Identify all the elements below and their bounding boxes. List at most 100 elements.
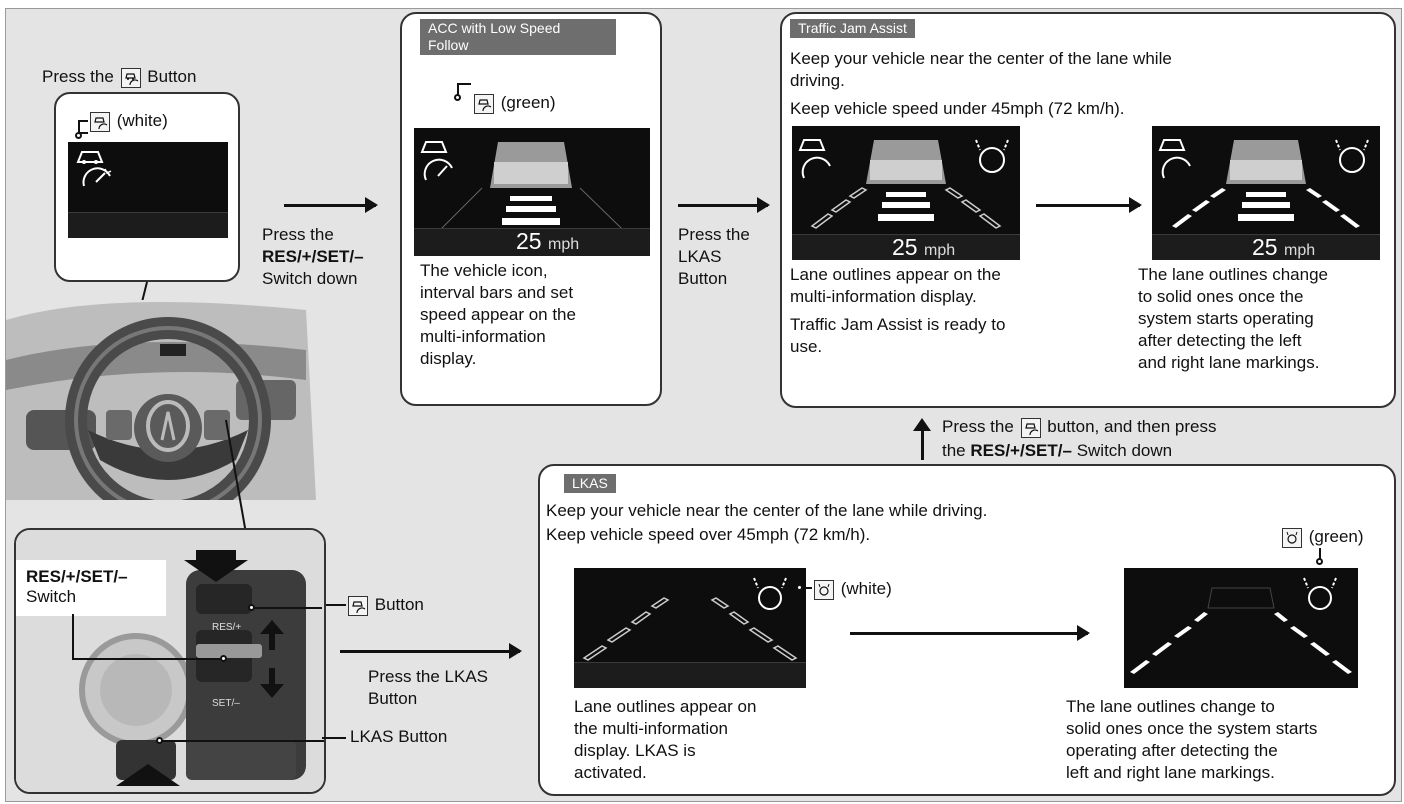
leader-dot: [75, 132, 82, 139]
lkas-icon: [814, 580, 834, 600]
press-down-arrow-top: [184, 560, 248, 582]
tja-instruction-2: driving.: [790, 70, 845, 91]
tja-mid-active: 25 mph: [1152, 126, 1380, 260]
lkas-tag: LKAS: [564, 474, 616, 493]
acc-mid-screen: 25 mph: [414, 128, 650, 256]
acc-leader-v: [457, 84, 459, 96]
step1-line3: Switch down: [262, 268, 357, 289]
tja-active-set-speed: 25 mph: [1252, 234, 1315, 260]
acc-tag-line2: Follow: [428, 37, 608, 54]
tja-instruction-3: Keep vehicle speed under 45mph (72 km/h)…: [790, 98, 1125, 119]
lkas-desc1-line: activated.: [574, 762, 647, 783]
lkas-white-band: [574, 662, 806, 688]
lkas-button-leader: [162, 740, 324, 742]
leader-line-top: [78, 120, 88, 122]
acc-low-speed-follow-box: ACC with Low Speed Follow (green) 25 mph: [400, 12, 662, 406]
acc-desc-line: multi-information: [420, 326, 546, 347]
switch-leader-vertical: [72, 614, 74, 660]
transfer-line2-suffix: Switch down: [1077, 441, 1172, 460]
transfer-suffix: button, and then press: [1047, 417, 1216, 436]
svg-text:SET/–: SET/–: [212, 698, 240, 709]
white-label: (white): [841, 579, 892, 598]
traffic-jam-assist-box: Traffic Jam Assist Keep your vehicle nea…: [780, 12, 1396, 408]
press-cruise-button-caption: Press the Button: [42, 66, 196, 88]
cruise-button-callout: Button: [346, 594, 424, 616]
tja-instruction-1: Keep your vehicle near the center of the…: [790, 48, 1172, 69]
mid-bottom-band: [68, 212, 228, 238]
green-label: (green): [1309, 527, 1364, 546]
tja-desc1-line: multi-information display.: [790, 286, 977, 307]
step3-line2: Button: [368, 688, 417, 709]
acc-icon: [90, 112, 110, 132]
acc-speed-value: 25: [516, 228, 542, 254]
tja-desc1b-line: Traffic Jam Assist is ready to: [790, 314, 1005, 335]
switch-label-bold: RES/+/SET/–: [26, 566, 128, 587]
lkas-desc2-line: The lane outlines change to: [1066, 696, 1275, 717]
res-arrow-stem: [269, 634, 275, 650]
tja-mid-ready: 25 mph: [792, 126, 1020, 260]
switch-closeup: RES/+ SET/– RES/+/SET/– Switch: [14, 528, 326, 794]
steering-wheel-photo: [6, 300, 316, 500]
transfer-line1: Press the button, and then press: [942, 416, 1216, 438]
tja-desc1-line: Lane outlines appear on the: [790, 264, 1001, 285]
acc-desc-line: The vehicle icon,: [420, 260, 548, 281]
callout-display-white: (white): [54, 92, 240, 282]
tja-desc2-line: after detecting the left: [1138, 330, 1302, 351]
lkas-desc2-line: left and right lane markings.: [1066, 762, 1275, 783]
lkas-desc1-line: display. LKAS is: [574, 740, 696, 761]
set-arrow-stem: [269, 668, 275, 684]
lkas-desc1-line: Lane outlines appear on: [574, 696, 756, 717]
vehicle-meter-icon: [72, 146, 132, 190]
lkas-mid-white: [574, 568, 806, 688]
tja-desc2-line: and right lane markings.: [1138, 352, 1319, 373]
svg-text:RES/+: RES/+: [212, 622, 241, 633]
acc-icon: [348, 596, 368, 616]
tja-desc2-line: The lane outlines change: [1138, 264, 1328, 285]
cruise-button-leader: [254, 607, 322, 609]
lkas-desc1-line: the multi-information: [574, 718, 728, 739]
arrow-lkas-ready-to-active: [850, 632, 1088, 635]
lkas-green-leader: [1319, 548, 1321, 560]
up-arrow-stem: [921, 428, 924, 460]
switch-leader-dot: [220, 655, 227, 662]
arrow-tja-ready-to-active: [1036, 204, 1140, 207]
transfer-prefix: Press the: [942, 417, 1014, 436]
press-prefix: Press the: [42, 67, 114, 86]
lkas-mid-green: [1124, 568, 1358, 688]
step2-line1: Press the: [678, 224, 750, 245]
lkas-leader-ext: [322, 737, 346, 739]
tja-desc2-line: system starts operating: [1138, 308, 1314, 329]
switch-label: Switch: [26, 586, 76, 607]
tja-tag: Traffic Jam Assist: [790, 19, 915, 38]
cruise-button-label: Button: [375, 595, 424, 614]
step3-line1: Press the LKAS: [368, 666, 488, 687]
acc-leader-h: [457, 83, 471, 85]
acc-icon: [121, 68, 141, 88]
mid-screen-standby: [68, 142, 228, 238]
acc-desc-line: speed appear on the: [420, 304, 576, 325]
arrow-to-acc: [284, 204, 376, 207]
step1-line2: RES/+/SET/–: [262, 246, 364, 267]
lkas-button-callout: LKAS Button: [350, 726, 447, 747]
lkas-desc2-line: operating after detecting the: [1066, 740, 1278, 761]
tja-desc2-line: to solid ones once the: [1138, 286, 1303, 307]
tja-active-speed-value: 25: [1252, 234, 1278, 260]
lkas-box: LKAS Keep your vehicle near the center o…: [538, 464, 1396, 796]
tja-set-speed: 25 mph: [892, 234, 955, 260]
tja-speed-unit: mph: [924, 242, 955, 259]
acc-desc-line: display.: [420, 348, 476, 369]
press-suffix: Button: [147, 67, 196, 86]
step1-line1: Press the: [262, 224, 334, 245]
set-minus-down-arrow: [260, 684, 284, 698]
lkas-white-leader: [802, 587, 812, 589]
arrow-to-lkas: [340, 650, 520, 653]
transfer-line2-prefix: the: [942, 441, 966, 460]
acc-icon: [1021, 418, 1041, 438]
tja-speed-value: 25: [892, 234, 918, 260]
step2-line2: LKAS: [678, 246, 721, 267]
lkas-white-label: (white): [812, 578, 892, 600]
transfer-line2-bold: RES/+/SET/–: [970, 441, 1072, 460]
acc-tag-line1: ACC with Low Speed: [428, 20, 608, 37]
cruise-leader-ext: [326, 604, 346, 606]
